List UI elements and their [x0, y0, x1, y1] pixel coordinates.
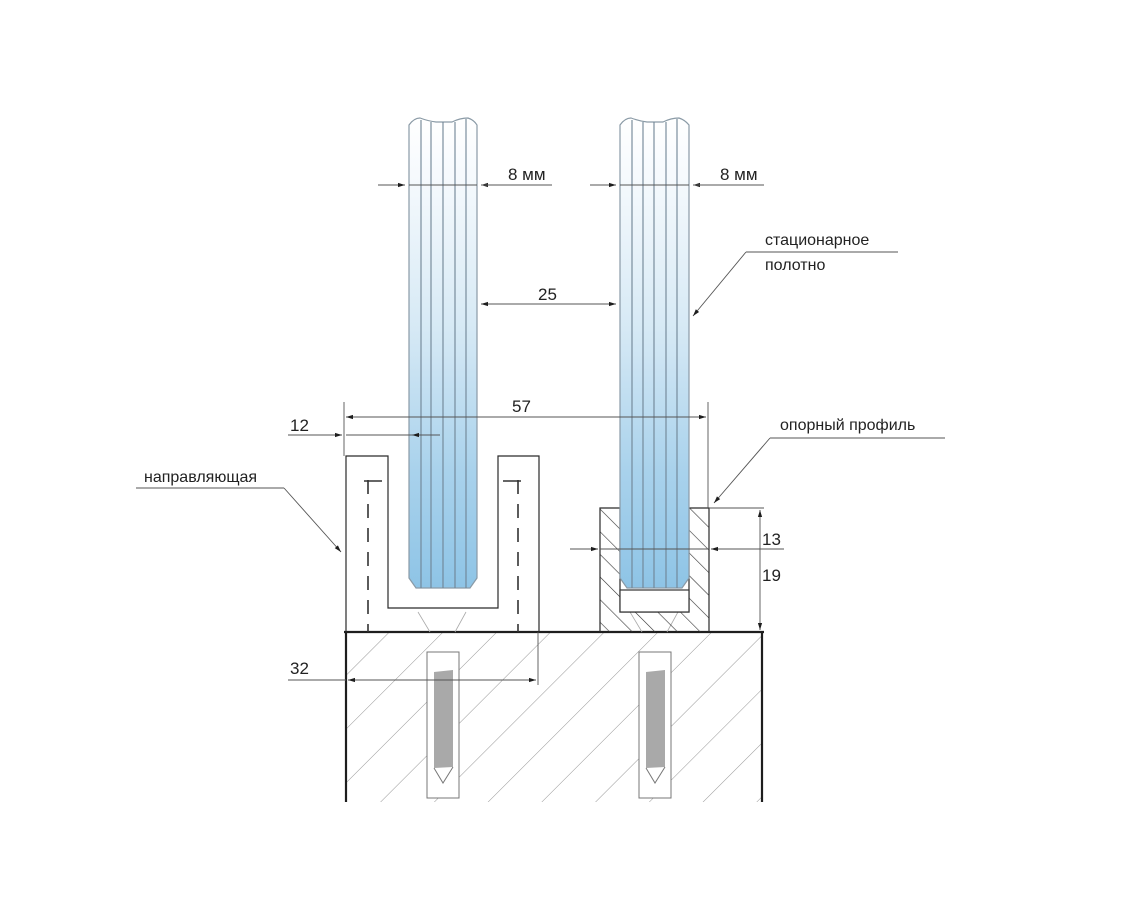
- dim-gap-label: 25: [538, 285, 557, 304]
- support-profile-inner: [619, 589, 690, 613]
- dim-support-height: 19: [709, 507, 781, 630]
- dim-guide-width-label: 32: [290, 659, 309, 678]
- dim-total: 57: [343, 397, 709, 508]
- dim-total-label: 57: [512, 397, 531, 416]
- dim-glass-left-label: 8 мм: [508, 165, 546, 184]
- floor-hatch: [346, 632, 762, 802]
- leader-stationary-panel: стационарное полотно: [692, 232, 898, 317]
- glass-ribs: [420, 119, 467, 588]
- dim-support-depth: 13: [570, 530, 784, 552]
- leader-guide-rail: направляющая: [136, 469, 342, 553]
- guide-rail-outline: [345, 455, 540, 632]
- floor-base: [344, 630, 764, 802]
- glass-ribs: [631, 119, 678, 588]
- screw-shank: [646, 670, 665, 768]
- dim-glass-right: 8 мм: [590, 165, 764, 188]
- dim-edge-offset: 12: [288, 416, 440, 438]
- glass-panel-left: [408, 117, 478, 589]
- screw-right: [629, 611, 679, 799]
- screw-cone: [417, 611, 467, 633]
- dim-support-depth-label: 13: [762, 530, 781, 549]
- screw-shank: [434, 670, 453, 768]
- leader-support-profile: опорный профиль: [713, 417, 945, 504]
- label-stationary-panel-line2: полотно: [765, 257, 825, 274]
- screw-tip: [433, 766, 454, 784]
- label-stationary-panel-line1: стационарное: [765, 232, 869, 249]
- label-support-profile: опорный профиль: [780, 417, 915, 434]
- dim-edge-offset-label: 12: [290, 416, 309, 435]
- screw-tip: [645, 766, 666, 784]
- label-guide-rail: направляющая: [144, 469, 257, 486]
- dim-glass-right-label: 8 мм: [720, 165, 758, 184]
- dim-support-height-label: 19: [762, 566, 781, 585]
- dim-guide-width: 32: [288, 632, 539, 685]
- screw-left: [417, 611, 467, 799]
- dim-glass-left: 8 мм: [378, 165, 552, 188]
- guide-rail: [345, 455, 540, 632]
- dim-gap: 25: [481, 285, 616, 307]
- glass-panel-right: [619, 117, 690, 589]
